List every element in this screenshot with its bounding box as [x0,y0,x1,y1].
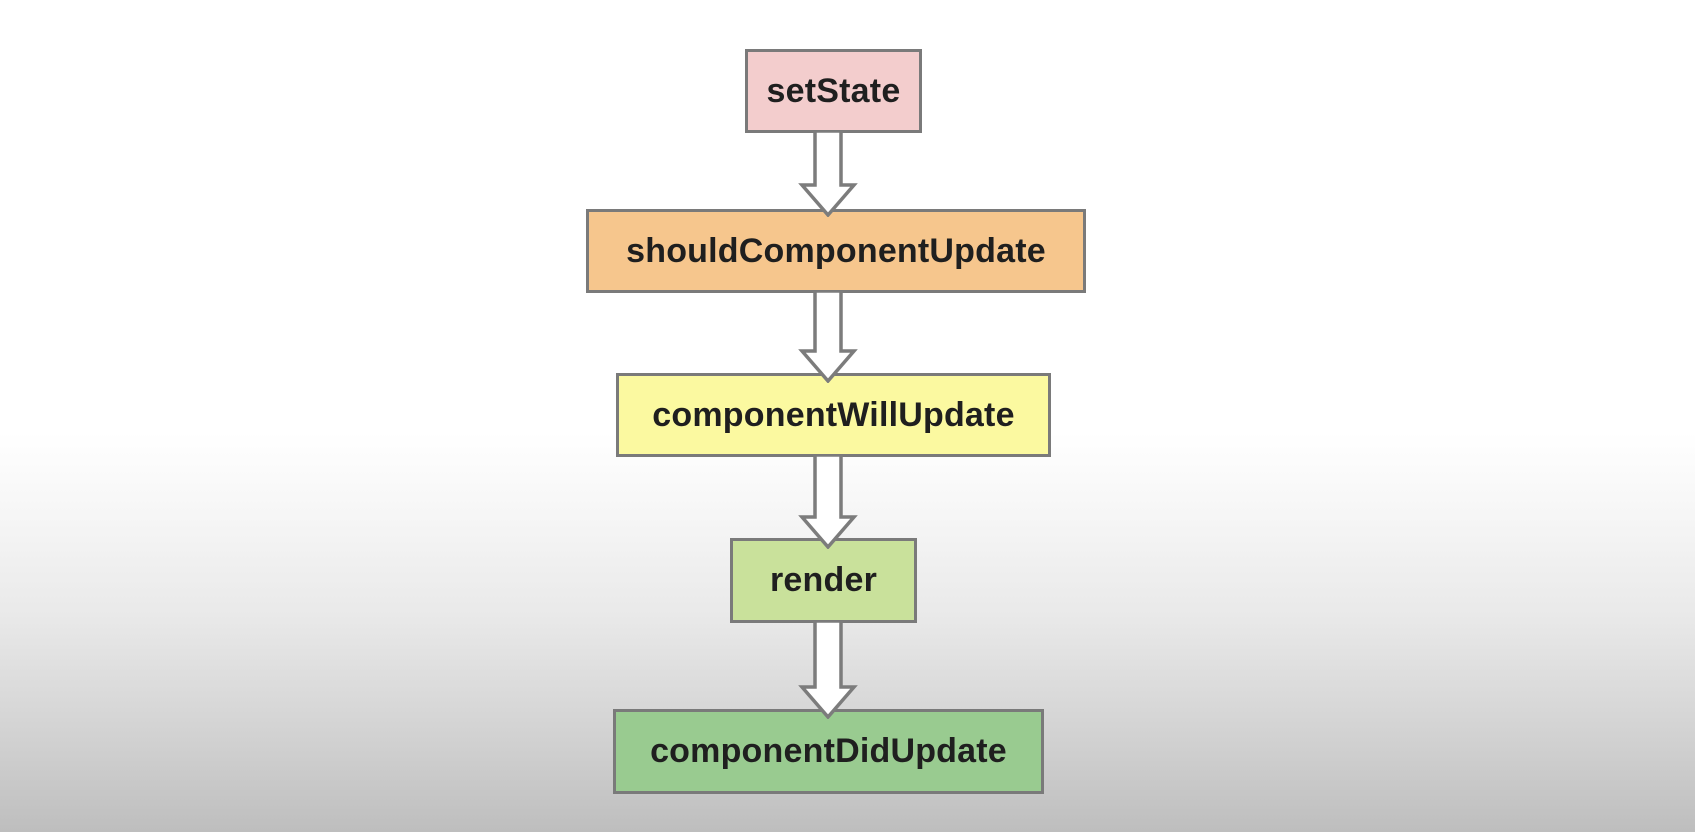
node-componentdidupdate: componentDidUpdate [613,709,1044,794]
node-render: render [730,538,917,623]
down-arrow-icon [798,455,858,549]
node-componentwillupdate: componentWillUpdate [616,373,1051,457]
down-arrow-connector-3 [798,455,858,549]
down-arrow-connector-1 [798,131,858,217]
down-arrow-connector-4 [798,621,858,719]
down-arrow-connector-2 [798,291,858,383]
node-setstate: setState [745,49,922,133]
down-arrow-icon [798,131,858,217]
down-arrow-icon [798,291,858,383]
down-arrow-icon [798,621,858,719]
node-shouldcomponentupdate: shouldComponentUpdate [586,209,1086,293]
